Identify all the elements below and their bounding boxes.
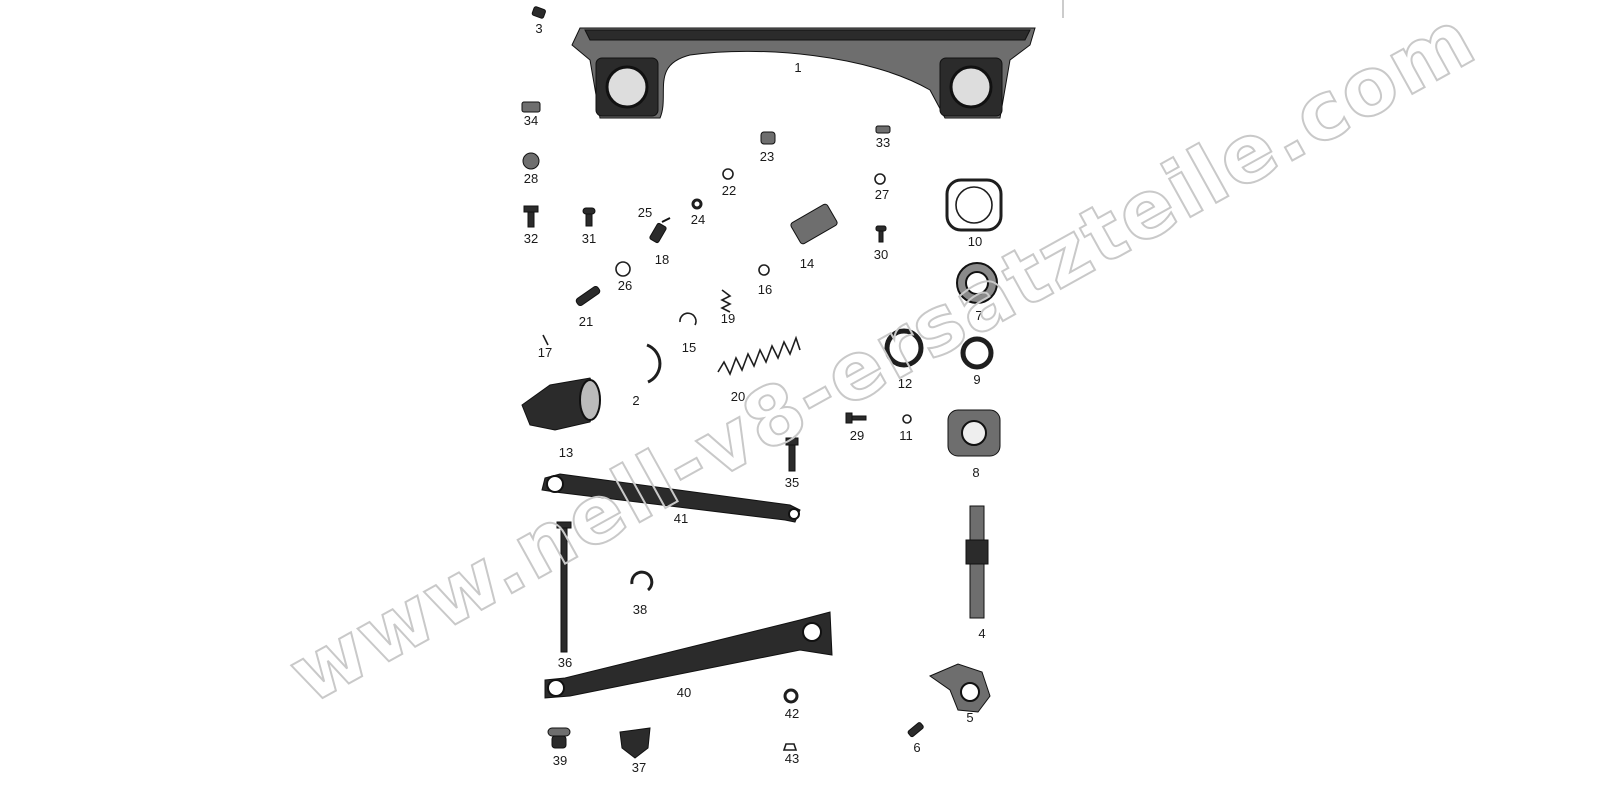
part-23-nut xyxy=(760,131,776,145)
label-8: 8 xyxy=(972,465,979,480)
part-3-nut xyxy=(531,6,546,19)
part-22-clip xyxy=(722,168,734,180)
label-39: 39 xyxy=(553,753,567,768)
label-34: 34 xyxy=(524,113,538,128)
part-24-washer xyxy=(691,198,703,210)
part-2-bushing xyxy=(646,343,662,384)
label-38: 38 xyxy=(633,602,647,617)
label-29: 29 xyxy=(850,428,864,443)
label-36: 36 xyxy=(558,655,572,670)
part-5-lever xyxy=(928,663,991,713)
label-19: 19 xyxy=(721,311,735,326)
part-35-bolt xyxy=(785,437,799,472)
label-22: 22 xyxy=(722,183,736,198)
label-2: 2 xyxy=(632,393,639,408)
label-11: 11 xyxy=(899,428,913,443)
part-12-seal xyxy=(884,328,924,368)
label-5: 5 xyxy=(966,710,973,725)
label-35: 35 xyxy=(785,475,799,490)
part-27-ring xyxy=(874,173,886,185)
label-32: 32 xyxy=(524,231,538,246)
part-26-ring xyxy=(615,261,631,277)
label-24: 24 xyxy=(691,212,705,227)
label-42: 42 xyxy=(785,706,799,721)
part-17-pin xyxy=(542,334,549,346)
part-30-bolt xyxy=(875,225,887,243)
part-16-clip xyxy=(758,264,770,276)
label-3: 3 xyxy=(535,21,542,36)
part-19-spring xyxy=(720,289,732,313)
label-23: 23 xyxy=(760,149,774,164)
part-18-fitting xyxy=(649,217,671,244)
part-38-clip xyxy=(630,570,654,592)
label-33: 33 xyxy=(876,135,890,150)
label-12: 12 xyxy=(898,376,912,391)
label-31: 31 xyxy=(582,231,596,246)
part-40-arm xyxy=(544,611,833,699)
label-30: 30 xyxy=(874,247,888,262)
label-21: 21 xyxy=(579,314,593,329)
part-1-crossmember xyxy=(571,27,1036,119)
part-31-bolt xyxy=(582,207,596,227)
part-34-nut xyxy=(521,101,541,113)
part-10-gasket xyxy=(945,178,1003,232)
label-13: 13 xyxy=(559,445,573,460)
part-15-clip xyxy=(679,312,697,326)
part-8-flange xyxy=(947,409,1001,457)
label-26: 26 xyxy=(618,278,632,293)
label-41: 41 xyxy=(674,511,688,526)
part-13-housing xyxy=(521,377,601,431)
label-40: 40 xyxy=(677,685,691,700)
label-18: 18 xyxy=(655,252,669,267)
part-14-sleeve xyxy=(790,203,838,245)
label-20: 20 xyxy=(731,389,745,404)
part-41-arm xyxy=(541,473,801,523)
part-42-ring xyxy=(783,688,799,704)
label-37: 37 xyxy=(632,760,646,775)
part-32-bolt xyxy=(523,205,539,228)
part-20-spring xyxy=(717,335,801,376)
label-4: 4 xyxy=(978,626,985,641)
label-6: 6 xyxy=(913,740,920,755)
label-7: 7 xyxy=(975,308,982,323)
part-21-pin xyxy=(575,285,601,307)
label-27: 27 xyxy=(875,187,889,202)
part-43-clip xyxy=(782,743,798,751)
part-6-pin xyxy=(907,722,924,738)
label-10: 10 xyxy=(968,234,982,249)
part-29-bolt xyxy=(845,412,867,424)
part-28-washer xyxy=(522,152,540,170)
label-1: 1 xyxy=(794,60,801,75)
label-43: 43 xyxy=(785,751,799,766)
part-37-cam xyxy=(619,727,651,759)
part-36-rod xyxy=(556,521,572,653)
part-7-bearing xyxy=(956,262,998,304)
label-25: 25 xyxy=(638,205,652,220)
label-9: 9 xyxy=(973,372,980,387)
label-15: 15 xyxy=(682,340,696,355)
label-28: 28 xyxy=(524,171,538,186)
label-14: 14 xyxy=(800,256,814,271)
watermark: www.nell-v8-ersatzteile.com xyxy=(274,0,1490,722)
part-39-plug xyxy=(547,727,571,749)
part-4-shaft xyxy=(965,505,989,619)
part-9-seal xyxy=(960,336,994,370)
part-11-clip xyxy=(902,414,912,424)
part-33-nut xyxy=(875,125,891,134)
label-16: 16 xyxy=(758,282,772,297)
label-17: 17 xyxy=(538,345,552,360)
